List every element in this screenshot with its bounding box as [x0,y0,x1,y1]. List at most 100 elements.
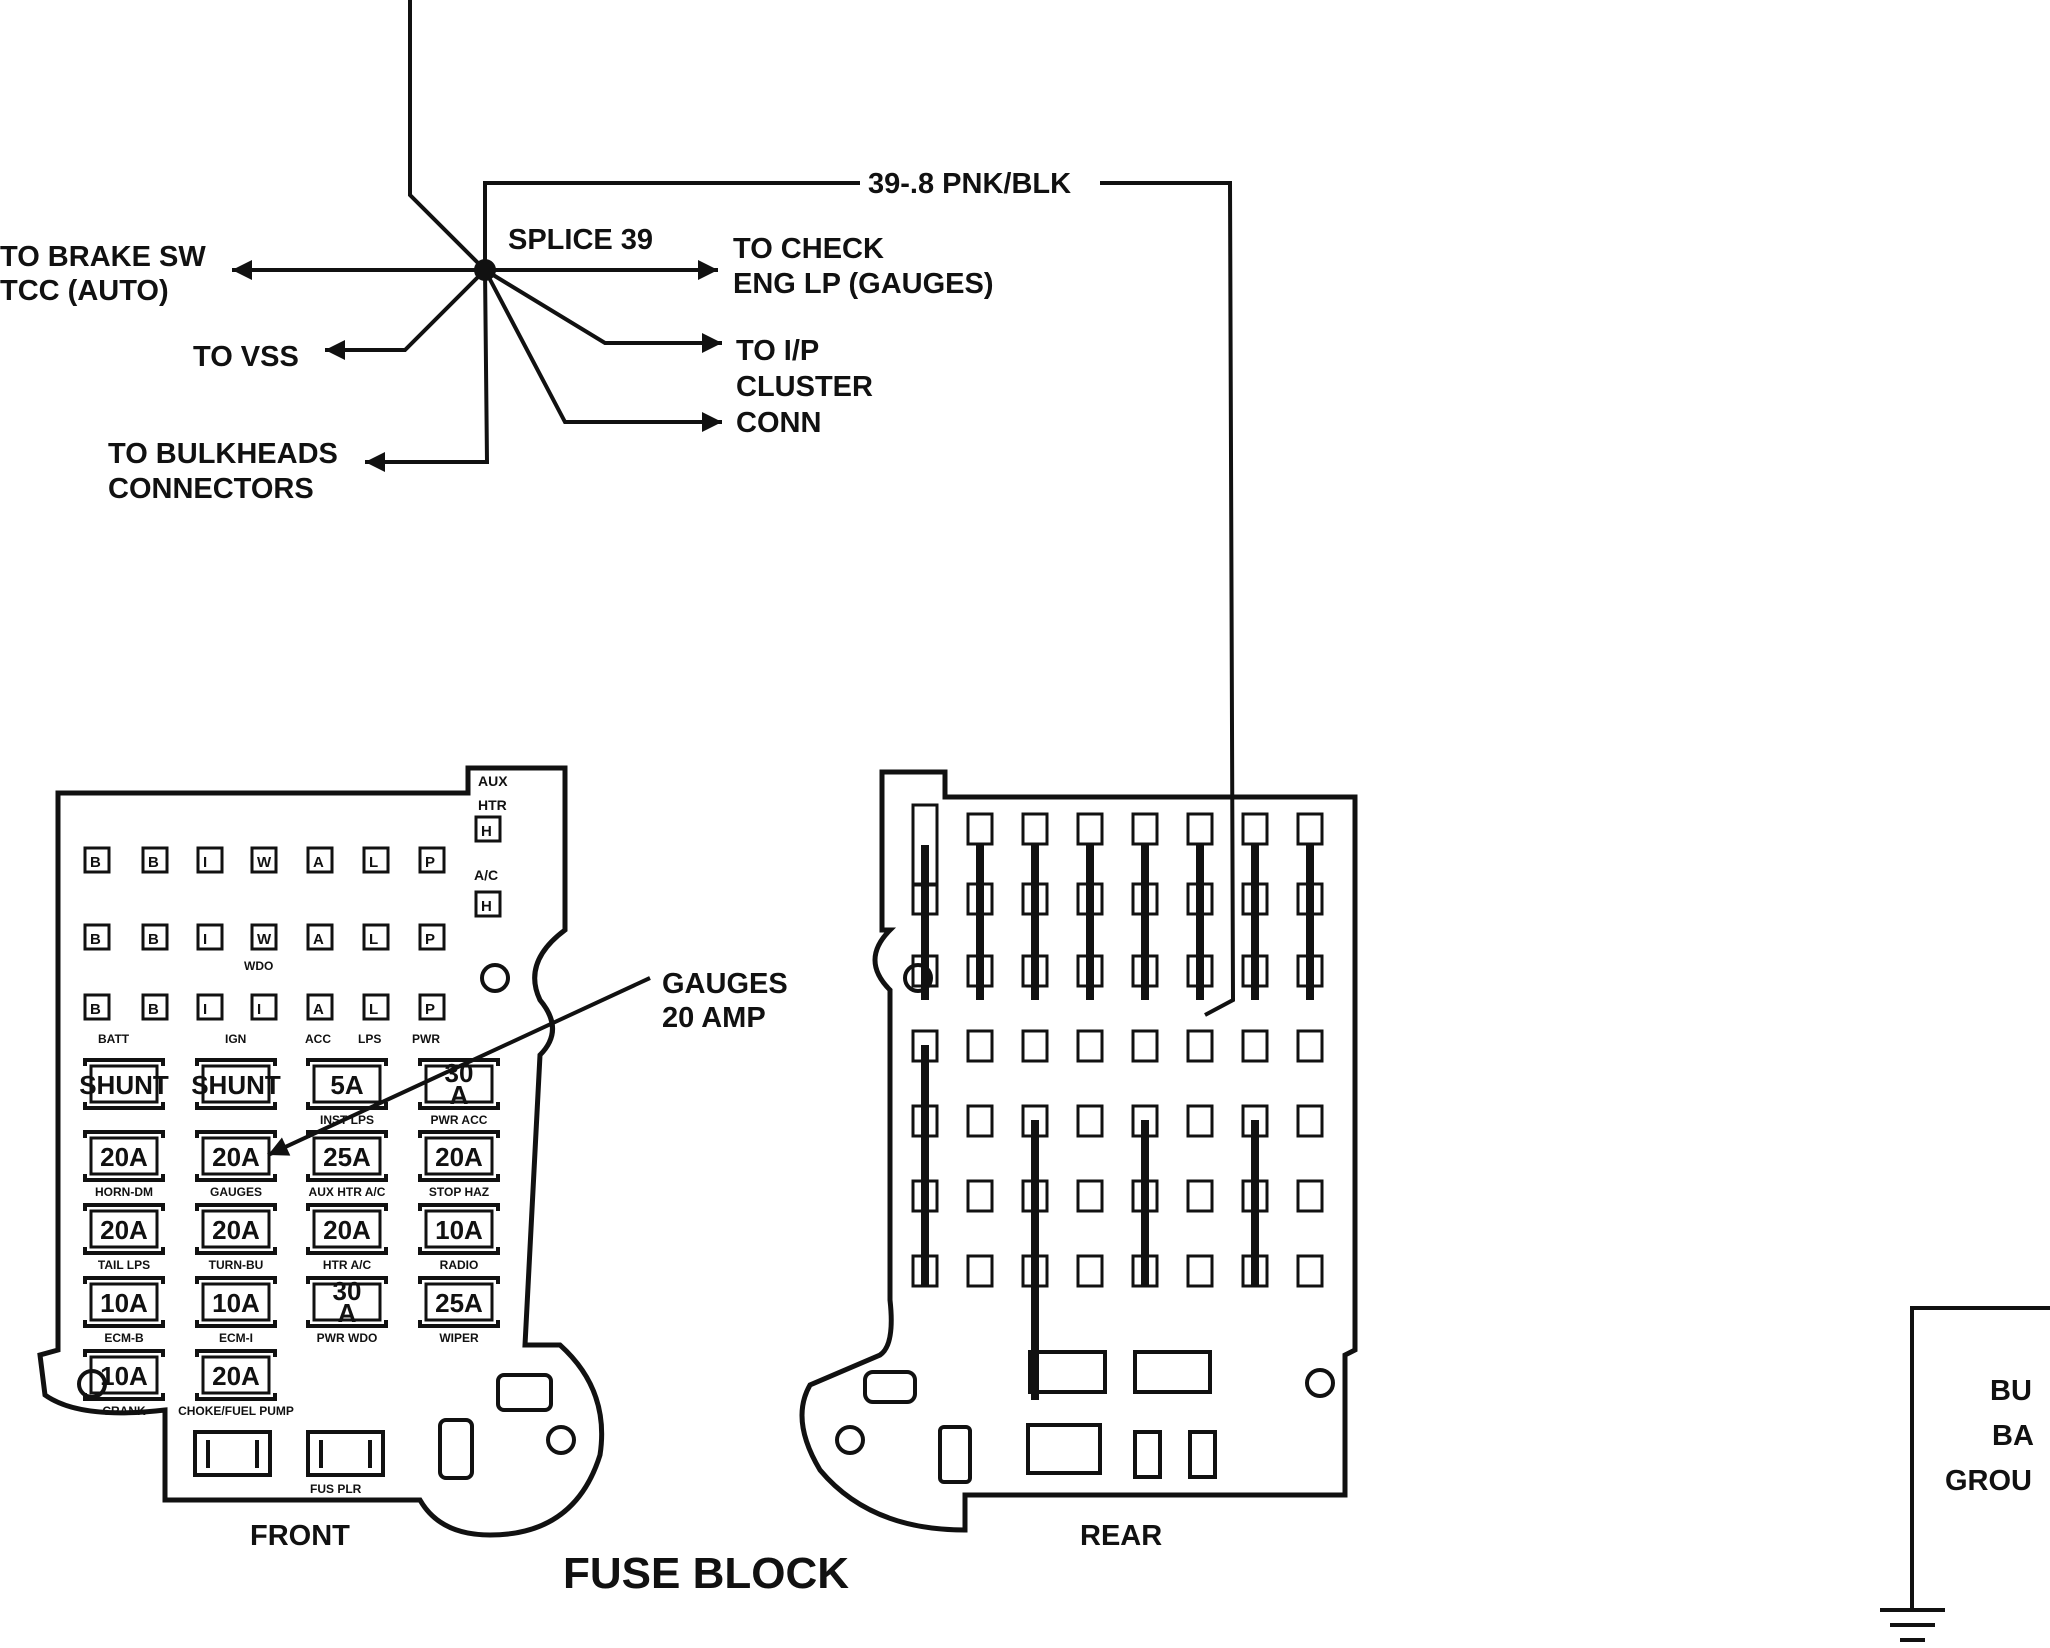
svg-text:SHUNT: SHUNT [79,1070,169,1100]
front-relay-socket [496,1373,553,1412]
rear-label: REAR [1080,1520,1162,1552]
wire-to-bulkheads [365,269,490,472]
rear-terminal [1076,812,1104,846]
rear-terminal [1296,1179,1324,1213]
svg-text:ECM-B: ECM-B [104,1331,144,1345]
terminal-row3-5: L [362,993,390,1021]
svg-text:A: A [313,854,324,871]
terminal-row2-5: L [362,923,390,951]
svg-text:CRANK: CRANK [102,1404,146,1418]
side-label-ac: A/C [474,867,498,883]
terminal-row3-4: A [306,993,334,1021]
svg-text:I: I [203,1001,207,1018]
svg-text:20A: 20A [100,1215,148,1245]
svg-text:W: W [257,854,272,871]
svg-text:20A: 20A [100,1142,148,1172]
svg-text:B: B [148,1001,159,1018]
rear-terminal [1186,812,1214,846]
terminal-row2-2: I [196,923,224,951]
svg-text:RADIO: RADIO [440,1258,479,1272]
svg-text:B: B [90,1001,101,1018]
ground-box: BU BA GROU [1880,1306,2050,1642]
svg-text:25A: 25A [323,1142,371,1172]
rear-terminal [966,1104,994,1138]
svg-text:30: 30 [333,1276,362,1306]
front-flasher-socket [438,1418,474,1480]
to-bulkheads-line1: TO BULKHEADS [108,438,338,470]
rear-bottom-sockets [863,1350,1217,1484]
side-label-htr: HTR [478,797,507,813]
splice-network [232,0,1236,1017]
terminal-row3-3: I [250,993,278,1021]
svg-text:INST LPS: INST LPS [320,1113,374,1127]
svg-text:20A: 20A [212,1361,260,1391]
svg-text:CHOKE/FUEL PUMP: CHOKE/FUEL PUMP [178,1404,294,1418]
svg-text:BA: BA [1992,1420,2034,1452]
bus-label-1: IGN [225,1032,246,1046]
rear-terminal [1296,1104,1324,1138]
rear-mount-hole-upper [903,963,933,993]
rear-terminal [1241,812,1269,846]
to-check-line2: ENG LP (GAUGES) [733,268,994,300]
svg-text:SHUNT: SHUNT [191,1070,281,1100]
terminal-row3-1: B [141,993,169,1021]
terminal-row2-0: B [83,923,111,951]
rear-terminal [1131,1029,1159,1063]
terminal-row2-4: A [306,923,334,951]
svg-text:20A: 20A [212,1215,260,1245]
callout-line2: 20 AMP [662,1002,766,1034]
svg-text:PWR ACC: PWR ACC [431,1113,488,1127]
terminal-row3-2: I [196,993,224,1021]
bus-label-2: ACC [305,1032,331,1046]
svg-text:30: 30 [445,1058,474,1088]
splice-39-dot [474,259,496,281]
svg-text:B: B [90,931,101,948]
svg-text:10A: 10A [212,1288,260,1318]
svg-text:L: L [369,1001,378,1018]
rear-terminal [1186,1104,1214,1138]
front-outline [37,765,605,1538]
svg-text:10A: 10A [100,1361,148,1391]
rear-terminal [1076,1104,1104,1138]
front-mount-hole-right [546,1425,576,1455]
fuse-17: 20A CHOKE/FUEL PUMP [178,1349,294,1418]
svg-text:I: I [203,854,207,871]
to-vss: TO VSS [193,341,299,373]
rear-fuse-block: REAR [799,769,1358,1552]
svg-text:A: A [313,1001,324,1018]
svg-text:TAIL LPS: TAIL LPS [98,1258,150,1272]
splice-name: SPLICE 39 [508,224,653,256]
svg-text:TURN-BU: TURN-BU [209,1258,264,1272]
svg-text:H: H [481,898,492,915]
svg-text:A: A [313,931,324,948]
wdo-label: WDO [244,959,273,973]
terminal-row3-0: B [83,993,111,1021]
rear-terminal [1296,812,1324,846]
rear-mount-hole-left [835,1425,865,1455]
terminal-row1-6: P [418,846,446,874]
terminal-row1-5: L [362,846,390,874]
svg-text:STOP HAZ: STOP HAZ [429,1185,489,1199]
terminal-row1-2: I [196,846,224,874]
svg-text:B: B [90,854,101,871]
svg-text:BU: BU [1990,1375,2032,1407]
terminal-row2-3: W [250,923,278,951]
svg-text:20A: 20A [212,1142,260,1172]
fuse-puller-2 [306,1430,385,1477]
front-mount-hole-upper [480,963,510,993]
svg-text:HORN-DM: HORN-DM [95,1185,153,1199]
rear-terminal [1296,1029,1324,1063]
to-brake-line1: TO BRAKE SW [0,241,206,273]
svg-text:A: A [338,1298,357,1328]
